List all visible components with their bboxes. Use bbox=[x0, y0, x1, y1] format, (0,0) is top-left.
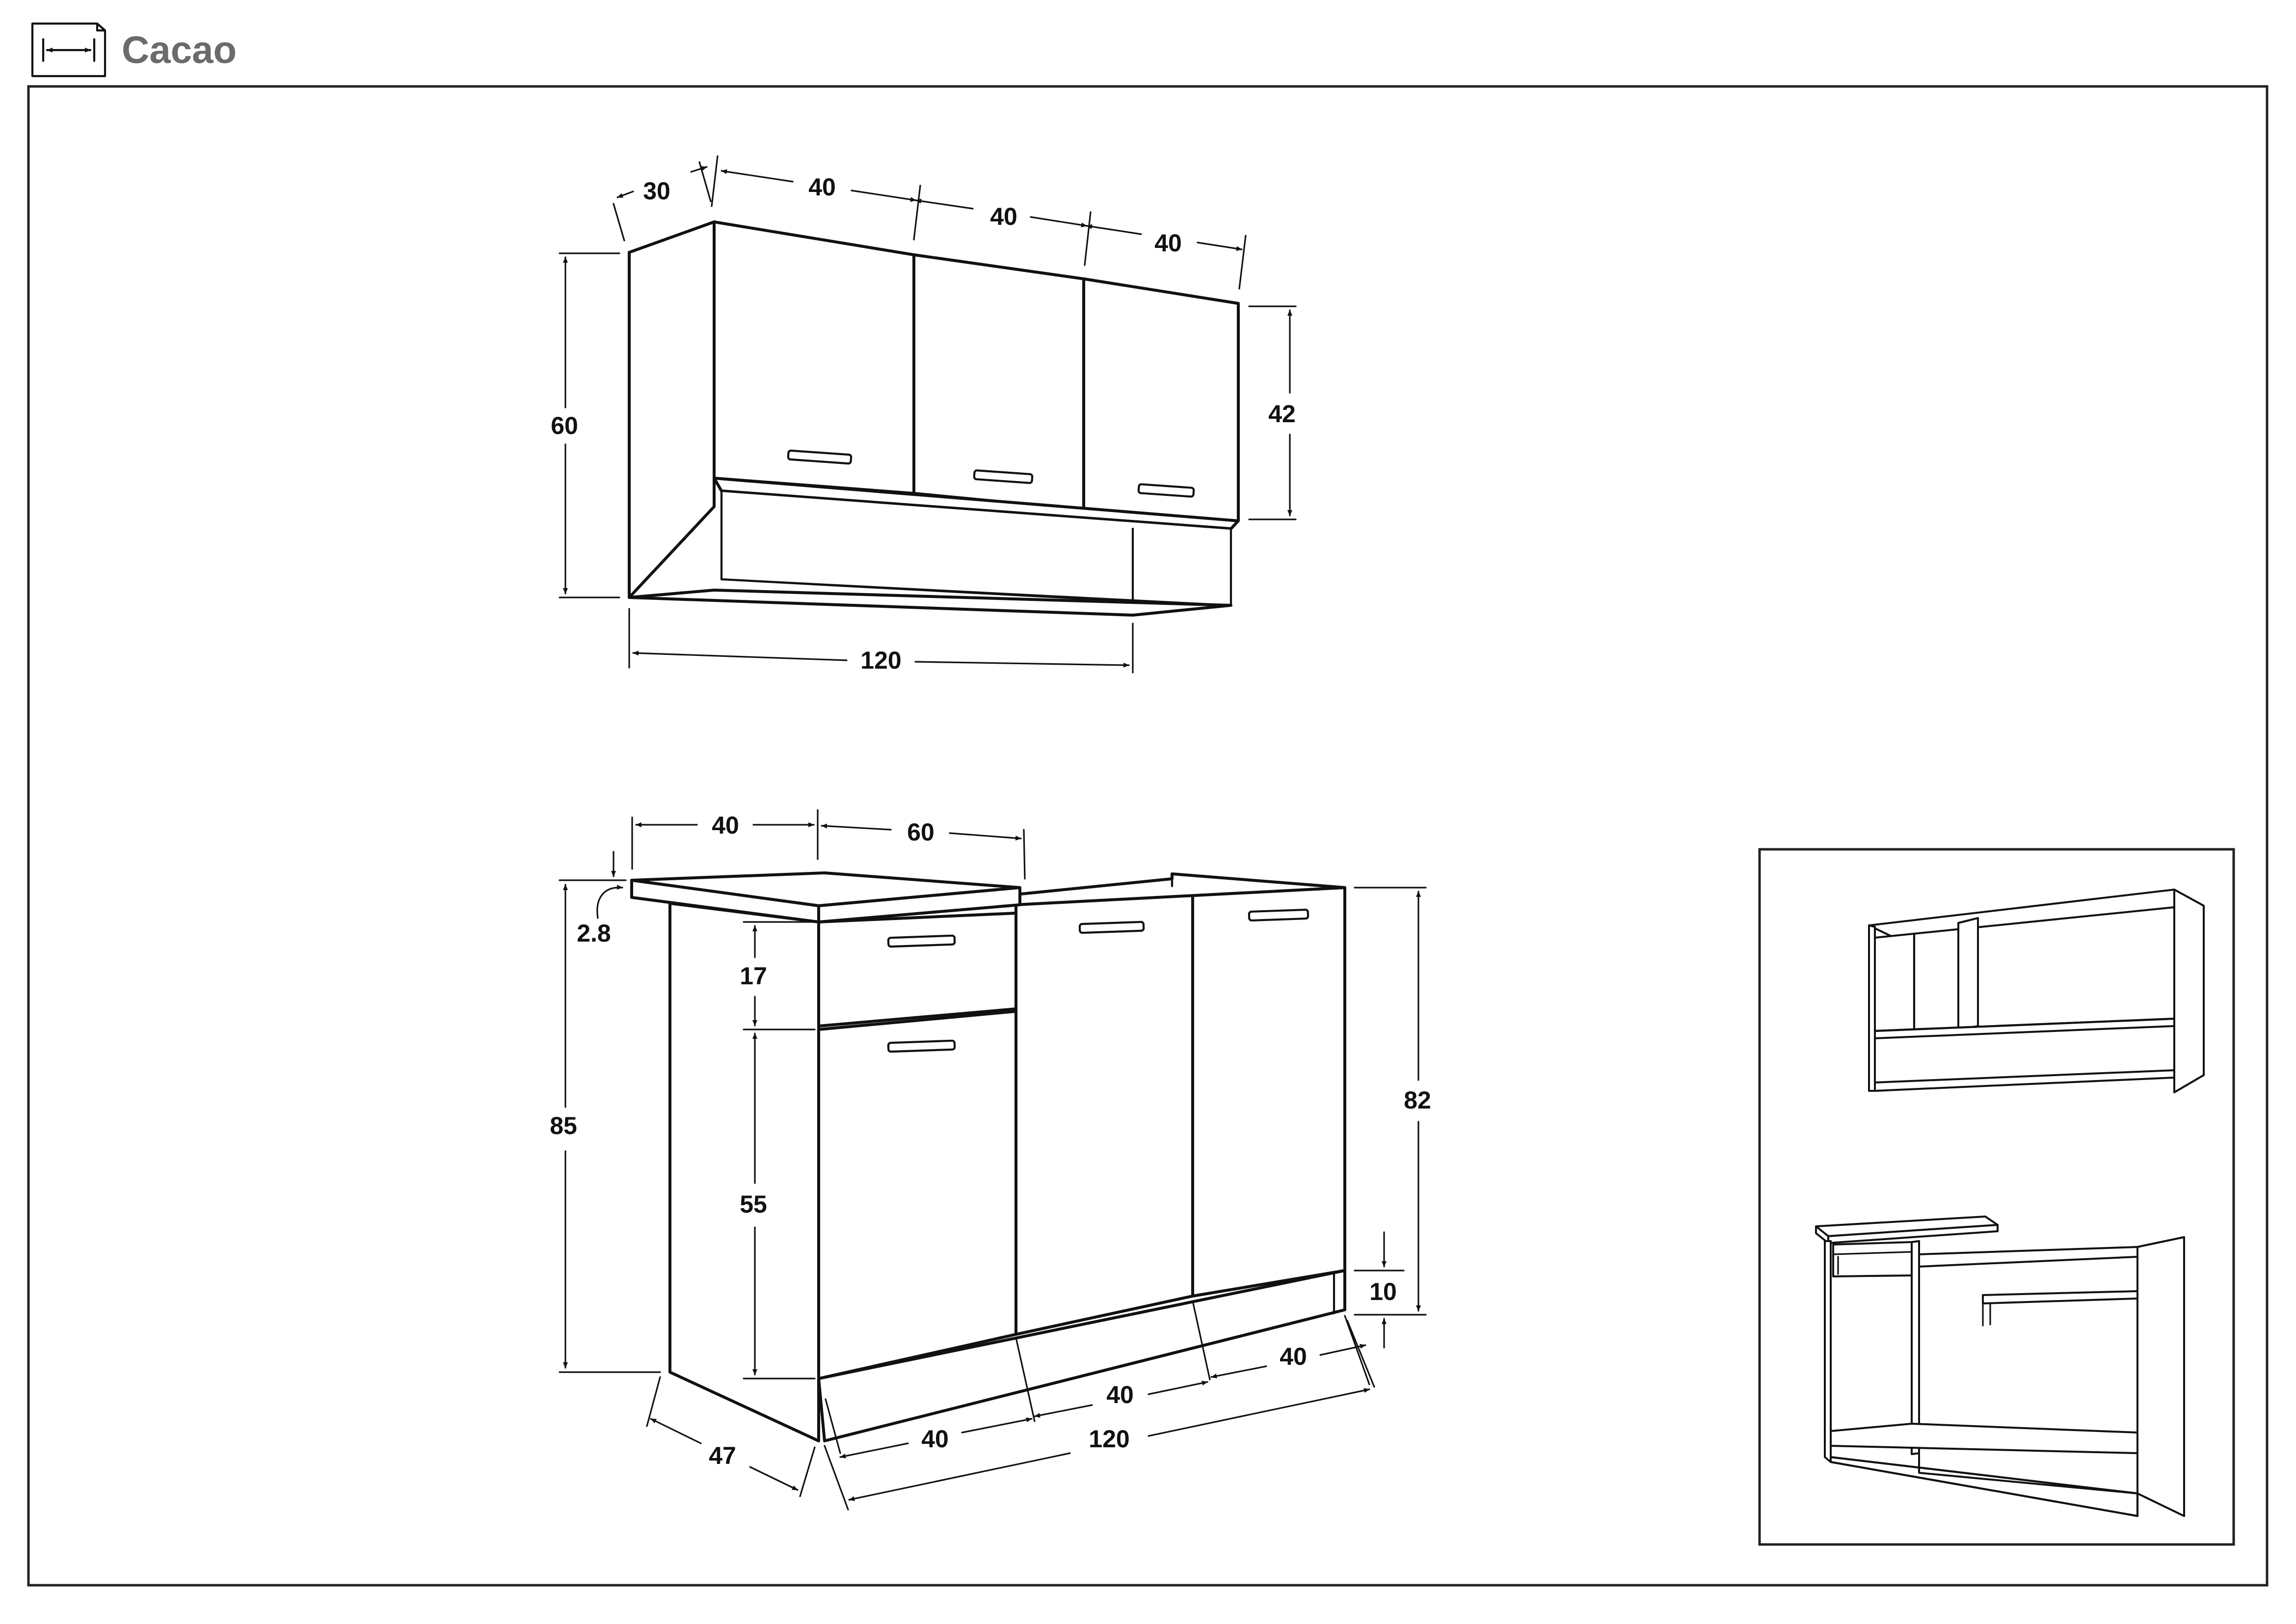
wall-unit-height-label: 60 bbox=[551, 412, 578, 439]
base-unit-drawing bbox=[630, 871, 1346, 1442]
base-unit-drawer-height-label: 17 bbox=[740, 962, 767, 990]
wall-unit-width-label: 120 bbox=[860, 647, 901, 674]
base-unit-depth-label: 47 bbox=[709, 1442, 736, 1469]
width-dimension-icon bbox=[31, 22, 107, 78]
carcass-inset-frame bbox=[1758, 848, 2235, 1546]
base-unit-carcass-height-label: 82 bbox=[1404, 1086, 1431, 1114]
base-unit-cabinet-section-width-label: 60 bbox=[907, 818, 934, 846]
base-unit-dimensions bbox=[559, 809, 1427, 1511]
wall-unit-door-height-label: 42 bbox=[1268, 400, 1296, 428]
base-unit-width-label: 120 bbox=[1089, 1425, 1129, 1453]
base-unit-worktop-thickness-label: 2.8 bbox=[577, 920, 611, 947]
base-unit-section-width-label: 40 bbox=[1106, 1381, 1134, 1408]
base-unit-drawer-section-width-label: 40 bbox=[712, 812, 739, 839]
page-title: Cacao bbox=[122, 28, 237, 71]
base-unit-plinth-height-label: 10 bbox=[1369, 1278, 1397, 1305]
wall-unit-door-width-label: 40 bbox=[808, 173, 836, 201]
base-unit-door-height-label: 55 bbox=[740, 1191, 767, 1218]
wall-unit-drawing bbox=[628, 220, 1240, 617]
wall-unit-depth-label: 30 bbox=[643, 177, 670, 205]
base-unit-section-width-label: 40 bbox=[921, 1425, 949, 1453]
open-wall-unit-inset bbox=[1868, 889, 2205, 1093]
wall-unit-dimensions bbox=[559, 155, 1297, 674]
open-base-unit-inset bbox=[1815, 1216, 2185, 1517]
base-unit-section-width-label: 40 bbox=[1280, 1343, 1307, 1370]
drawing-frame bbox=[27, 85, 2269, 1587]
base-unit-height-label: 85 bbox=[550, 1112, 577, 1139]
wall-unit-door-width-label: 40 bbox=[990, 203, 1017, 230]
wall-unit-door-width-label: 40 bbox=[1154, 229, 1182, 257]
